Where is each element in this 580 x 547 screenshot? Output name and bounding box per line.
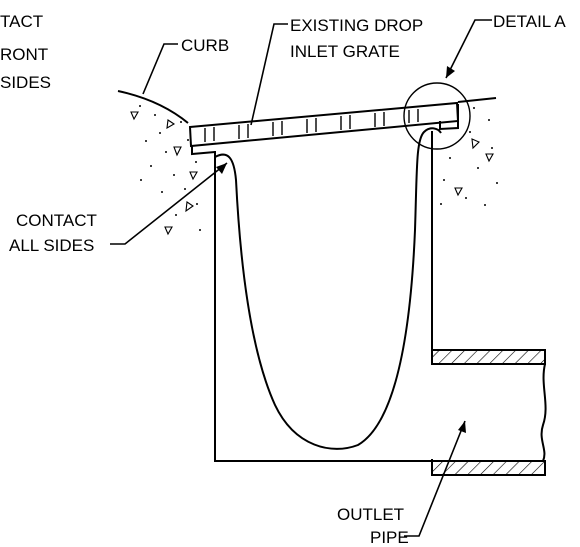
label-contact-front-3: SIDES <box>0 73 51 92</box>
soil-left <box>130 105 201 236</box>
label-contact-all-1: CONTACT <box>16 211 97 230</box>
grate-openings <box>204 109 419 142</box>
label-grate-1: EXISTING DROP <box>290 16 423 35</box>
leader-contact <box>110 162 228 245</box>
label-outlet-2: PIPE <box>370 528 409 547</box>
label-contact-all-2: ALL SIDES <box>9 236 94 255</box>
label-detail: DETAIL A <box>493 12 566 31</box>
ground-line-right <box>457 97 497 103</box>
leader-outlet <box>404 420 466 537</box>
curb-line <box>117 90 189 124</box>
leader-grate <box>250 23 288 126</box>
label-curb: CURB <box>181 36 229 55</box>
label-contact-front-2: RONT <box>0 45 48 64</box>
leader-contact-arrow <box>216 163 227 174</box>
inlet-box <box>214 151 543 462</box>
outlet-pipe-break-line <box>540 363 547 462</box>
outlet-pipe-top-wall <box>431 349 546 365</box>
grate-frame-left <box>191 146 216 156</box>
filter-sock <box>214 127 442 450</box>
detail-a-circle <box>403 82 471 150</box>
label-contact-front-1: TACT <box>0 12 43 31</box>
leader-curb <box>142 43 178 95</box>
leader-detail <box>445 19 492 79</box>
leader-outlet-arrow <box>458 421 466 433</box>
outlet-pipe-bottom-wall <box>431 460 546 476</box>
leader-detail-arrow <box>446 66 455 78</box>
grate-frame-right <box>439 104 459 131</box>
soil-right <box>440 107 498 206</box>
label-outlet-1: OUTLET <box>337 505 404 524</box>
label-grate-2: INLET GRATE <box>290 42 400 61</box>
